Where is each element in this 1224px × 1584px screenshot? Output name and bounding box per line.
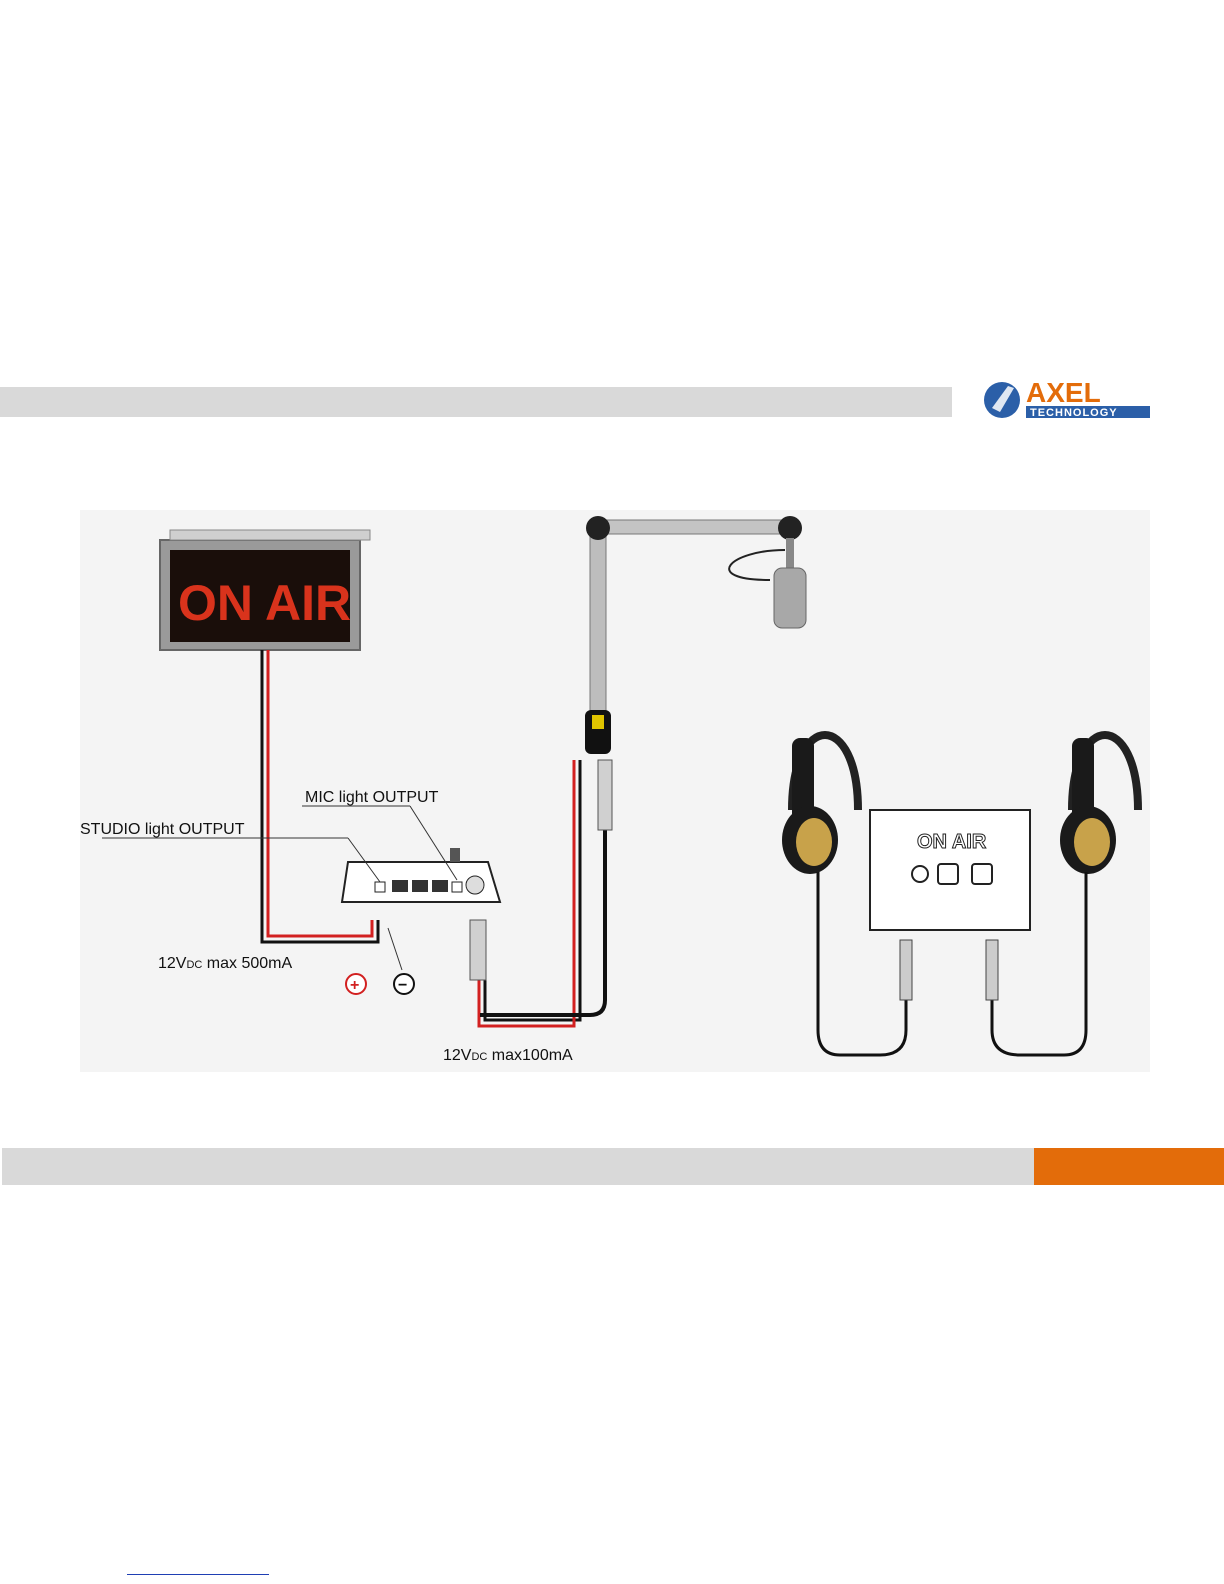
footer-accent-block [1034, 1148, 1224, 1185]
studio-power-label: 12VDC max 500mA [158, 955, 293, 972]
panel-button-right [972, 864, 992, 884]
on-air-wiring-diagram: ON AIR MIC light OUTPUT STUDIO light [80, 510, 1150, 1072]
panel-button-left [938, 864, 958, 884]
negative-terminal-icon: − [394, 974, 414, 994]
svg-text:+: + [350, 977, 359, 994]
footer-bar [2, 1148, 1034, 1185]
headphone-panel: ON AIR [870, 810, 1030, 930]
mic-power-label: 12VDC max100mA [443, 1047, 573, 1064]
logo-wordmark: AXEL [1026, 378, 1101, 408]
xlr-connector-male [470, 920, 486, 980]
footer-link-underline [127, 1574, 269, 1575]
panel-on-air-text: ON AIR [917, 831, 987, 853]
headphone-jack-icon [912, 866, 928, 882]
axel-technology-logo: AXEL TECHNOLOGY [982, 378, 1152, 422]
logo-tagline: TECHNOLOGY [1030, 407, 1118, 419]
jack-plug-right [986, 940, 998, 1000]
svg-text:−: − [398, 977, 407, 994]
jack-plug-left [900, 940, 912, 1000]
xlr-connector-female [598, 760, 612, 830]
on-air-sign: ON AIR [160, 530, 370, 650]
mic-light-output-label: MIC light OUTPUT [305, 789, 439, 806]
positive-terminal-icon: + [346, 974, 366, 994]
header-bar [0, 387, 952, 417]
sign-text: ON AIR [178, 575, 351, 631]
studio-light-output-label: STUDIO light OUTPUT [80, 821, 245, 838]
